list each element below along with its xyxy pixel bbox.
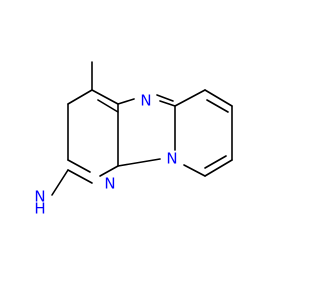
bond-line xyxy=(117,98,135,105)
bond-line xyxy=(204,159,233,177)
atom-label-N_pyridine: N xyxy=(104,175,115,193)
bond-line xyxy=(67,169,93,184)
atom-label-amine_N: N xyxy=(34,188,45,206)
amine-bond xyxy=(51,169,69,196)
atom-label-amine_H: H xyxy=(34,200,45,218)
bond-line xyxy=(97,99,119,113)
bond-line xyxy=(91,89,119,105)
bond-line xyxy=(174,89,206,107)
bond-line xyxy=(67,159,91,173)
atom-label-N_imine: N xyxy=(140,92,151,110)
bond-line xyxy=(183,164,206,177)
bond-line xyxy=(117,158,161,167)
bond-line xyxy=(67,89,93,105)
bond-line xyxy=(204,155,227,169)
bond-line xyxy=(156,94,174,102)
bond-line xyxy=(99,165,119,177)
atom-label-N_bridge: N xyxy=(166,150,177,168)
bond-line xyxy=(204,89,233,107)
bond-line xyxy=(159,100,176,107)
bond-line xyxy=(206,99,229,113)
bond-lines xyxy=(51,61,233,196)
